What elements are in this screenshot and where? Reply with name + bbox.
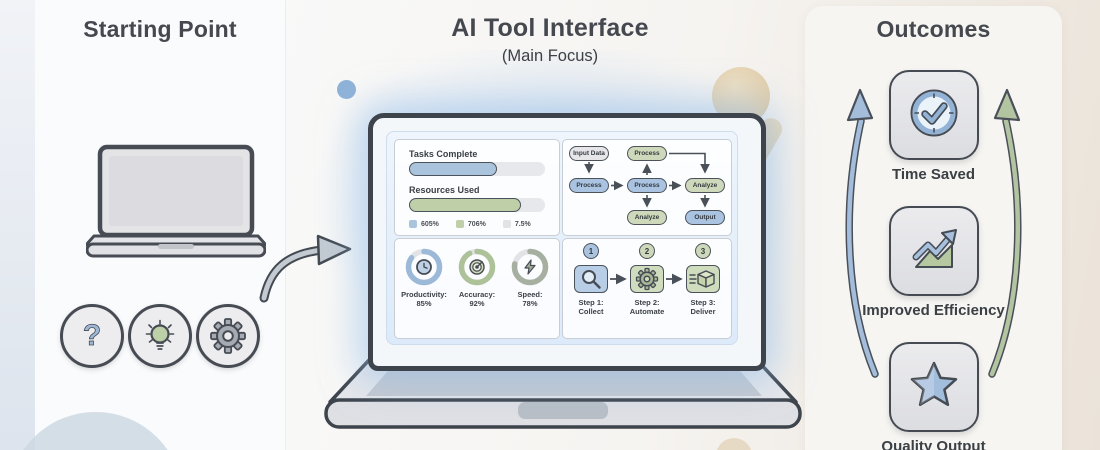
gear-icon	[196, 304, 260, 368]
decorative-dot-blue	[337, 80, 356, 99]
gauge-accuracy-: Accuracy:92%	[454, 247, 500, 308]
legend-swatch	[502, 220, 511, 228]
outcome-label: Time Saved	[891, 166, 976, 183]
legend-label: 706%	[467, 220, 486, 228]
package-icon	[686, 265, 720, 293]
gear-icon	[630, 265, 664, 293]
up-arrow-blue-icon	[846, 88, 874, 122]
outcome-card-time-saved	[889, 70, 979, 160]
trending-up-icon	[906, 221, 962, 282]
legend-swatch	[455, 220, 464, 228]
step-collect: 1 Step 1:Collect	[567, 243, 615, 316]
magnifier-icon	[574, 265, 608, 293]
legend-label: 7.5%	[514, 220, 531, 228]
gauge-label: Speed:78%	[517, 290, 543, 308]
gauge-speed-: Speed:78%	[507, 247, 553, 308]
starting-point-title: Starting Point	[83, 16, 237, 42]
gauge-label: Accuracy:92%	[458, 290, 496, 308]
svg-text:?: ?	[83, 319, 101, 352]
step-number-badge: 3	[695, 243, 711, 259]
flow-node-process: Process	[569, 178, 609, 193]
outcome-arrows	[845, 88, 1022, 378]
step-label: Step 1:Collect	[578, 298, 604, 316]
progress-fill	[409, 162, 498, 176]
step-number-badge: 1	[583, 243, 599, 259]
metrics-legend: 605% 706% 7.5%	[409, 220, 531, 228]
gauge-productivity-: Productivity:85%	[401, 247, 447, 308]
lightbulb-icon	[128, 304, 192, 368]
gauge-label: Productivity:85%	[401, 290, 447, 308]
step-arrows	[610, 273, 683, 285]
outcome-label: Quality Output	[881, 438, 986, 450]
legend-item: 7.5%	[502, 220, 531, 228]
ai-tool-subtitle: (Main Focus)	[501, 47, 599, 65]
progress-bar-tasks	[409, 162, 545, 176]
outcome-card-quality-output	[889, 342, 979, 432]
flow-node-process: Process	[627, 178, 667, 193]
progress-bar-resources	[409, 198, 545, 212]
step-deliver: 3 Step 3:Deliver	[679, 243, 727, 316]
flow-node-output: Output	[685, 210, 725, 225]
gauge-ring	[510, 247, 550, 287]
gauges-panel: Productivity:85% Accuracy:92% Speed:78%	[394, 238, 560, 339]
flowchart-arrows	[584, 152, 710, 208]
flow-node-analyze: Analyze	[627, 210, 667, 225]
gauge-ring	[457, 247, 497, 287]
outcome-label: Improved Efficiency	[862, 302, 1005, 319]
star-icon	[906, 357, 962, 418]
bolt-icon	[522, 259, 538, 280]
step-automate: 2 Step 2:Automate	[623, 243, 671, 316]
dashboard-screen: Tasks Complete Resources Used 605% 706% 7.…	[386, 131, 738, 345]
bar-label: Tasks Complete	[409, 149, 478, 159]
bar-label: Resources Used	[409, 185, 480, 195]
flow-node-analyze: Analyze	[685, 178, 725, 193]
flow-node-process: Process	[627, 146, 667, 161]
step-label: Step 2:Automate	[629, 298, 665, 316]
target-icon	[469, 259, 485, 280]
left-edge-strip	[0, 0, 35, 450]
ai-tool-title: AI Tool Interface	[451, 14, 649, 42]
metrics-panel: Tasks Complete Resources Used 605% 706% 7.…	[394, 139, 560, 236]
legend-item: 605%	[409, 220, 439, 228]
legend-label: 605%	[421, 220, 439, 228]
outcome-card-improved-efficiency	[889, 206, 979, 296]
up-arrow-green-icon	[993, 88, 1021, 122]
flow-node-input-data: Input Data	[569, 146, 609, 161]
clock-icon	[416, 259, 432, 280]
step-number-badge: 2	[639, 243, 655, 259]
clock-check-icon	[906, 85, 962, 146]
legend-swatch	[409, 220, 417, 228]
outcomes-title: Outcomes	[876, 16, 991, 42]
question-mark-icon: ?	[60, 304, 124, 368]
gauge-ring	[404, 247, 444, 287]
transition-arrow-icon	[259, 234, 352, 303]
step-label: Step 3:Deliver	[690, 298, 716, 316]
laptop-icon	[86, 144, 266, 258]
decorative-dot-tan	[716, 438, 752, 450]
legend-item: 706%	[455, 220, 486, 228]
progress-fill	[409, 198, 521, 212]
